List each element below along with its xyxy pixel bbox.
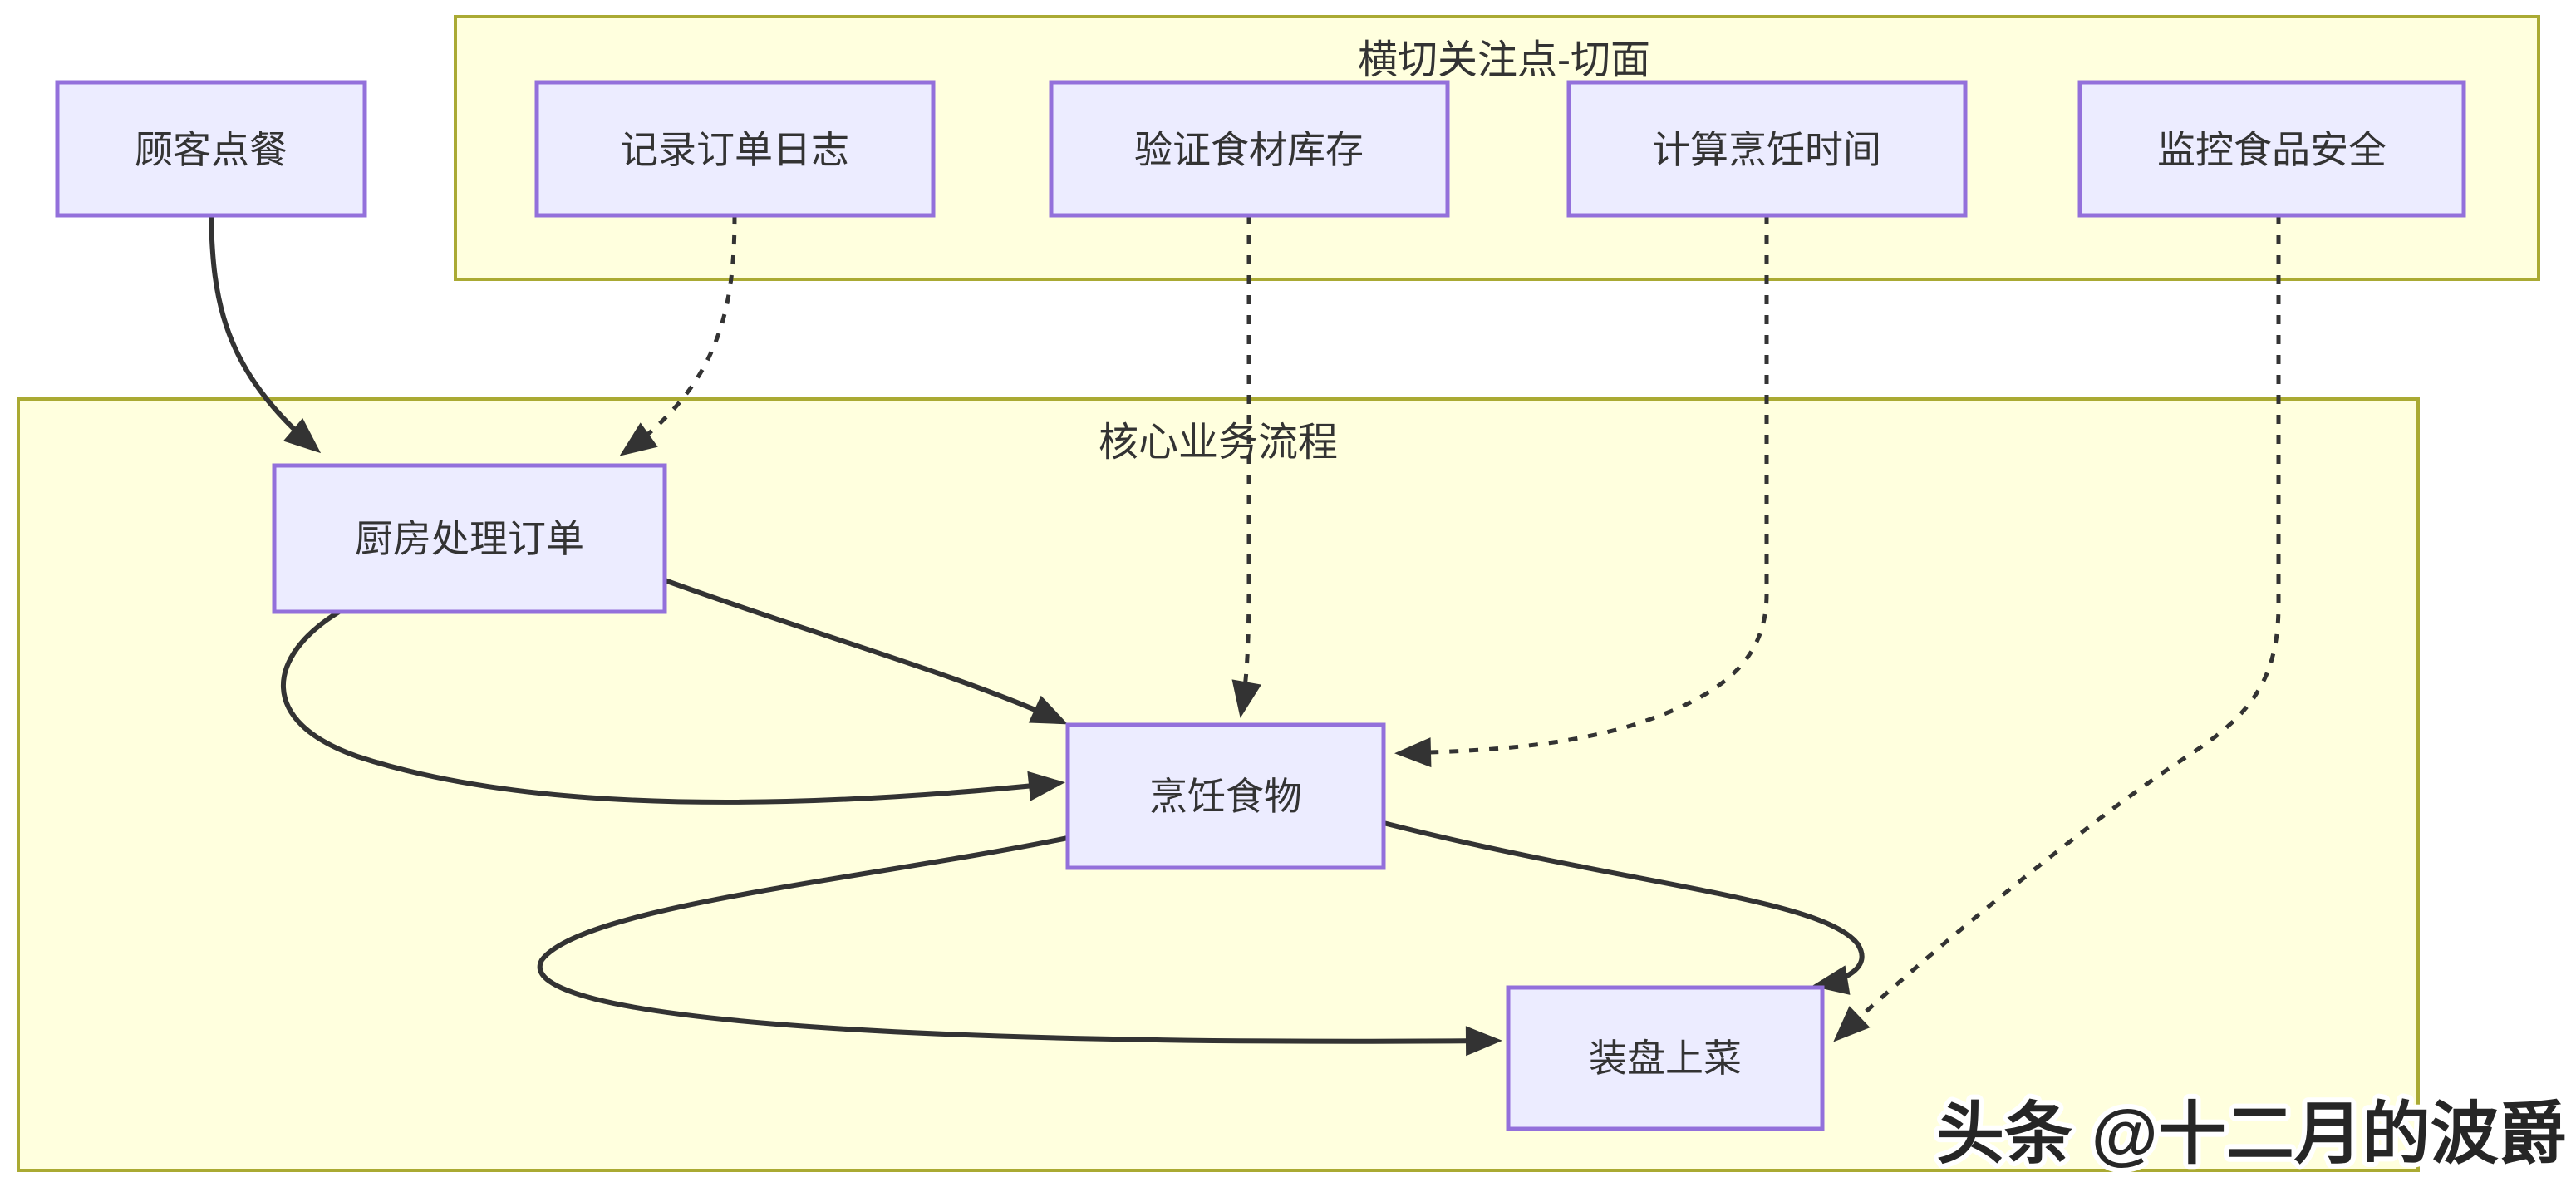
edge-kitchen-cook-2 bbox=[281, 609, 1065, 805]
edge-cook-serve-2 bbox=[537, 835, 1502, 1057]
node-safety-label: 监控食品安全 bbox=[2157, 128, 2387, 171]
node-serve-box bbox=[1506, 985, 1825, 1131]
node-log-box bbox=[534, 80, 936, 218]
node-kitchen-box bbox=[272, 463, 667, 614]
node-kitchen-label: 厨房处理订单 bbox=[355, 517, 584, 560]
node-inventory: 验证食材库存 bbox=[1049, 80, 1450, 218]
node-customer-label: 顾客点餐 bbox=[135, 128, 288, 171]
node-serve: 装盘上菜 bbox=[1506, 985, 1825, 1131]
node-safety-box bbox=[2077, 80, 2466, 218]
node-customer: 顾客点餐 bbox=[55, 80, 367, 218]
node-cook-label: 烹饪食物 bbox=[1149, 775, 1302, 818]
node-cook-time-box bbox=[1566, 80, 1968, 218]
node-cook-box bbox=[1065, 722, 1386, 870]
edge-kitchen-cook-1 bbox=[663, 578, 1069, 725]
watermark-text: 头条 @十二月的波爵 bbox=[1936, 1096, 2567, 1172]
edge-customer-kitchen bbox=[209, 214, 322, 454]
node-cook: 烹饪食物 bbox=[1065, 722, 1386, 870]
node-log-label: 记录订单日志 bbox=[620, 128, 849, 171]
node-inventory-box bbox=[1049, 80, 1450, 218]
node-log: 记录订单日志 bbox=[534, 80, 936, 218]
edge-cooktime-cook bbox=[1394, 215, 1769, 768]
core-container-title: 核心业务流程 bbox=[1099, 421, 1338, 465]
node-customer-box bbox=[55, 80, 367, 218]
edge-inventory-cook bbox=[1231, 215, 1261, 718]
aspect-container-title: 横切关注点-切面 bbox=[1358, 38, 1650, 82]
node-serve-label: 装盘上菜 bbox=[1589, 1037, 1742, 1080]
node-safety: 监控食品安全 bbox=[2077, 80, 2466, 218]
node-cook-time-label: 计算烹饪时间 bbox=[1652, 128, 1881, 171]
node-cook-time: 计算烹饪时间 bbox=[1566, 80, 1968, 218]
node-kitchen: 厨房处理订单 bbox=[272, 463, 667, 614]
node-inventory-label: 验证食材库存 bbox=[1134, 128, 1364, 171]
edge-cook-serve-1 bbox=[1383, 820, 1865, 995]
